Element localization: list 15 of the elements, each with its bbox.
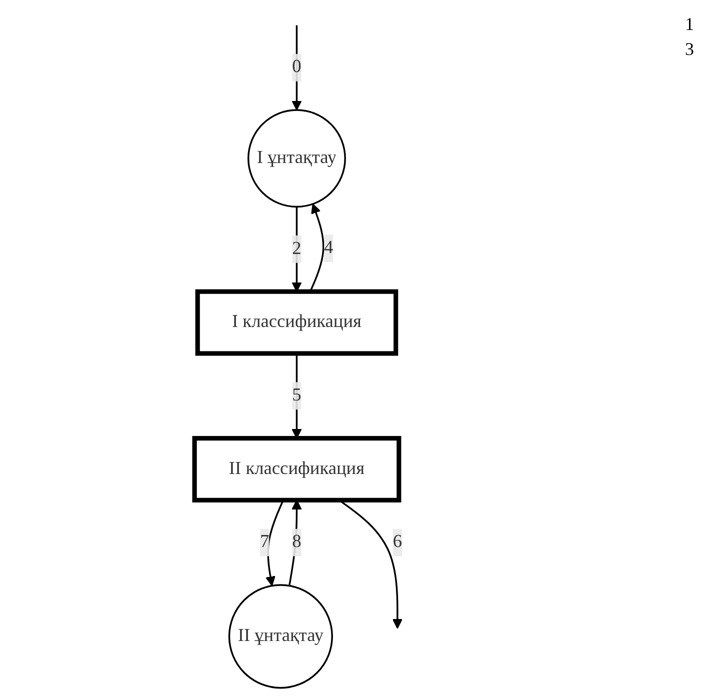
- edge-label: 4: [324, 238, 334, 258]
- edge-label: 6: [392, 532, 402, 552]
- edge-label: 8: [292, 532, 302, 552]
- stream-number: 1: [685, 14, 694, 35]
- arrow: [292, 25, 302, 110]
- node-circle: II ұнтақтау: [228, 584, 333, 689]
- edge-label: 5: [292, 386, 302, 406]
- node-circle: I ұнтақтау: [247, 109, 346, 208]
- edge-label: 2: [292, 238, 302, 258]
- edge-label: 0: [292, 57, 302, 77]
- node-box: II классификация: [192, 436, 402, 502]
- arrow: [309, 204, 324, 292]
- node-box: I классификация: [195, 289, 398, 356]
- edge-label: 7: [260, 532, 270, 552]
- stream-number: 3: [685, 39, 694, 60]
